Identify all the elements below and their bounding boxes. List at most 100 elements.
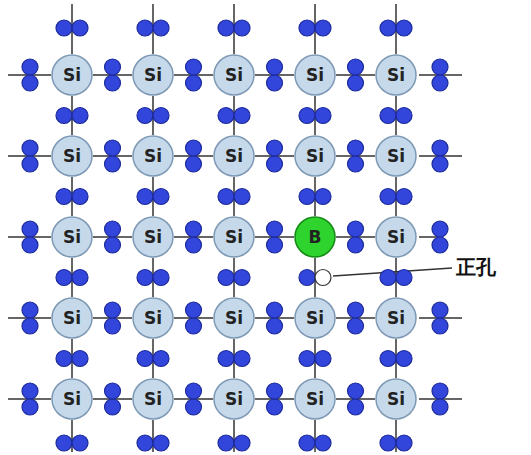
element-symbol: Si	[51, 216, 93, 258]
electron	[315, 108, 331, 124]
electron	[72, 189, 88, 205]
electron	[348, 383, 364, 399]
electron	[22, 318, 38, 334]
electron	[315, 189, 331, 205]
element-symbol: Si	[375, 378, 417, 420]
electron	[267, 221, 283, 237]
element-symbol: Si	[294, 54, 336, 96]
electron	[186, 302, 202, 318]
electron	[396, 435, 412, 451]
electron	[22, 59, 38, 75]
electron	[22, 221, 38, 237]
electron	[432, 221, 448, 237]
electron	[22, 140, 38, 156]
electron	[432, 237, 448, 253]
electron	[218, 108, 234, 124]
silicon-atom: Si	[51, 216, 93, 258]
electron	[299, 351, 315, 367]
electron	[186, 399, 202, 415]
silicon-atom: Si	[213, 54, 255, 96]
electron	[22, 399, 38, 415]
silicon-atom: Si	[51, 378, 93, 420]
electron	[432, 140, 448, 156]
electron	[56, 270, 72, 286]
electron	[348, 156, 364, 172]
electron	[380, 108, 396, 124]
electron	[218, 189, 234, 205]
silicon-atom: Si	[132, 378, 174, 420]
electron	[137, 108, 153, 124]
electron	[396, 351, 412, 367]
electron	[315, 20, 331, 36]
electron	[432, 75, 448, 91]
callout-label: 正孔	[456, 254, 496, 281]
electron	[234, 189, 250, 205]
electron	[299, 108, 315, 124]
boron-atom: B	[294, 216, 336, 258]
element-symbol: Si	[375, 297, 417, 339]
element-symbol: Si	[132, 135, 174, 177]
electron	[348, 318, 364, 334]
electron	[56, 108, 72, 124]
silicon-atom: Si	[132, 297, 174, 339]
electron	[186, 59, 202, 75]
silicon-atom: Si	[213, 297, 255, 339]
element-symbol: Si	[132, 297, 174, 339]
electron	[432, 318, 448, 334]
electron	[267, 302, 283, 318]
element-symbol: B	[294, 216, 336, 258]
silicon-atom: Si	[294, 54, 336, 96]
electron	[218, 20, 234, 36]
electron	[234, 108, 250, 124]
electron	[105, 75, 121, 91]
electron	[348, 237, 364, 253]
silicon-atom: Si	[132, 54, 174, 96]
silicon-atom: Si	[375, 297, 417, 339]
hole	[315, 270, 331, 286]
electron	[186, 75, 202, 91]
electron	[380, 435, 396, 451]
electron	[72, 351, 88, 367]
electron	[105, 156, 121, 172]
element-symbol: Si	[375, 216, 417, 258]
electron	[267, 156, 283, 172]
electron	[234, 435, 250, 451]
electron	[380, 189, 396, 205]
silicon-atom: Si	[375, 378, 417, 420]
silicon-atom: Si	[294, 297, 336, 339]
electron	[396, 270, 412, 286]
element-symbol: Si	[51, 54, 93, 96]
electron	[105, 318, 121, 334]
electron	[299, 435, 315, 451]
element-symbol: Si	[132, 54, 174, 96]
element-symbol: Si	[132, 216, 174, 258]
electron	[153, 189, 169, 205]
electron	[105, 140, 121, 156]
element-symbol: Si	[51, 378, 93, 420]
electron	[299, 189, 315, 205]
electron	[348, 399, 364, 415]
electron	[105, 383, 121, 399]
electron	[315, 351, 331, 367]
electron	[72, 108, 88, 124]
electron	[432, 59, 448, 75]
element-symbol: Si	[375, 54, 417, 96]
electron	[153, 270, 169, 286]
electron	[22, 237, 38, 253]
electron	[72, 435, 88, 451]
electron	[186, 237, 202, 253]
silicon-atom: Si	[51, 135, 93, 177]
electron	[218, 270, 234, 286]
element-symbol: Si	[294, 378, 336, 420]
electron	[218, 435, 234, 451]
silicon-atom: Si	[51, 297, 93, 339]
electron	[105, 302, 121, 318]
electron	[153, 435, 169, 451]
electron	[432, 156, 448, 172]
electron	[218, 351, 234, 367]
element-symbol: Si	[213, 378, 255, 420]
electron	[105, 399, 121, 415]
electron	[432, 383, 448, 399]
element-symbol: Si	[375, 135, 417, 177]
electron	[72, 20, 88, 36]
